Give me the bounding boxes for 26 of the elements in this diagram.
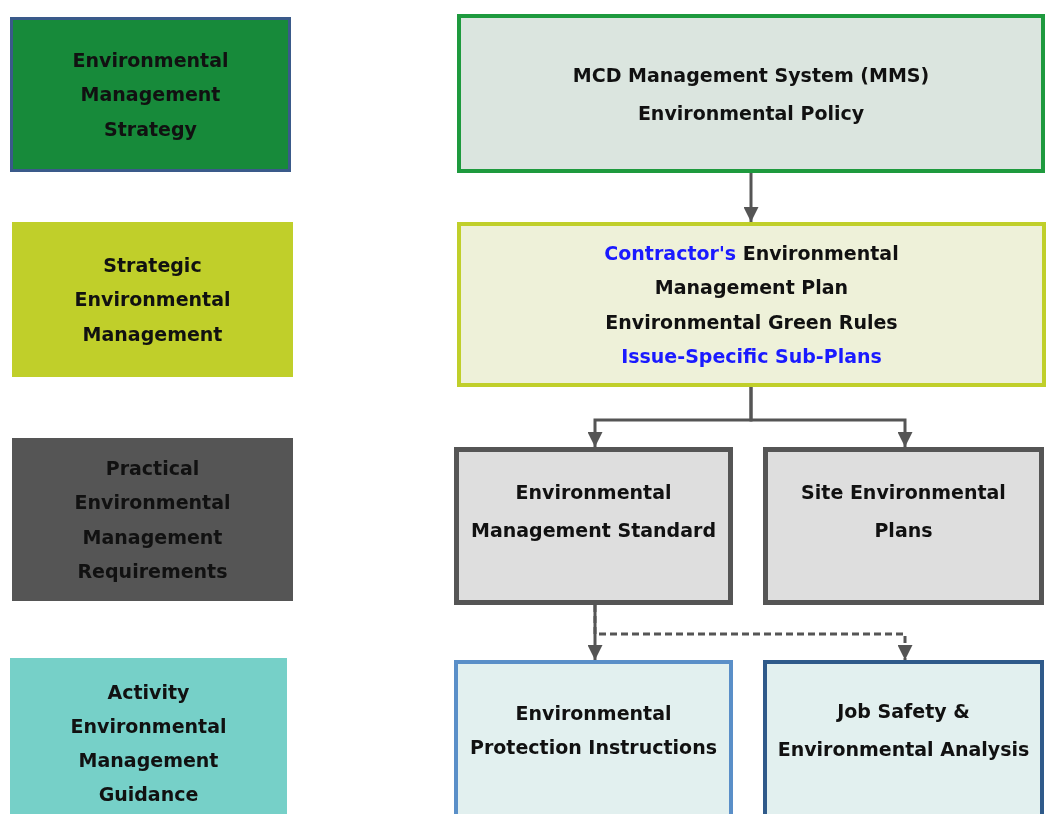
box-text: Job Safety & Environmental Analysis [777,699,1030,762]
box-text: Site Environmental Plans [800,480,1007,543]
process-box [763,447,1044,605]
box-text: Strategic Environmental Management [73,253,232,347]
arrow [749,387,913,447]
guidance-band [10,658,287,814]
arrow [593,605,913,660]
process-box [457,222,1046,387]
requirements-band [12,438,293,601]
box-text: Environmental Management Strategy [71,48,230,142]
box-text: Issue-Specific Sub-Plans [621,343,882,369]
arrow [743,173,759,222]
box-text: MCD Management System (MMS) [572,62,930,88]
process-box [457,14,1045,173]
box-text: Environmental Policy [637,100,865,126]
process-box [454,447,733,605]
box-text: Environmental Management Standard [470,480,717,543]
box-text: Activity Environmental Management Guidance [69,679,228,808]
box-text: Environmental Protection Instructions [469,700,718,760]
process-box [763,660,1044,814]
box-text: Practical Environmental Management Requirements [73,456,232,584]
process-box [454,660,733,814]
plan-title: Contractor's Environmental Management Plan [603,241,900,301]
strategy-band [10,17,291,172]
box-text: Environmental Green Rules [605,309,898,335]
strategy-band [12,222,293,377]
